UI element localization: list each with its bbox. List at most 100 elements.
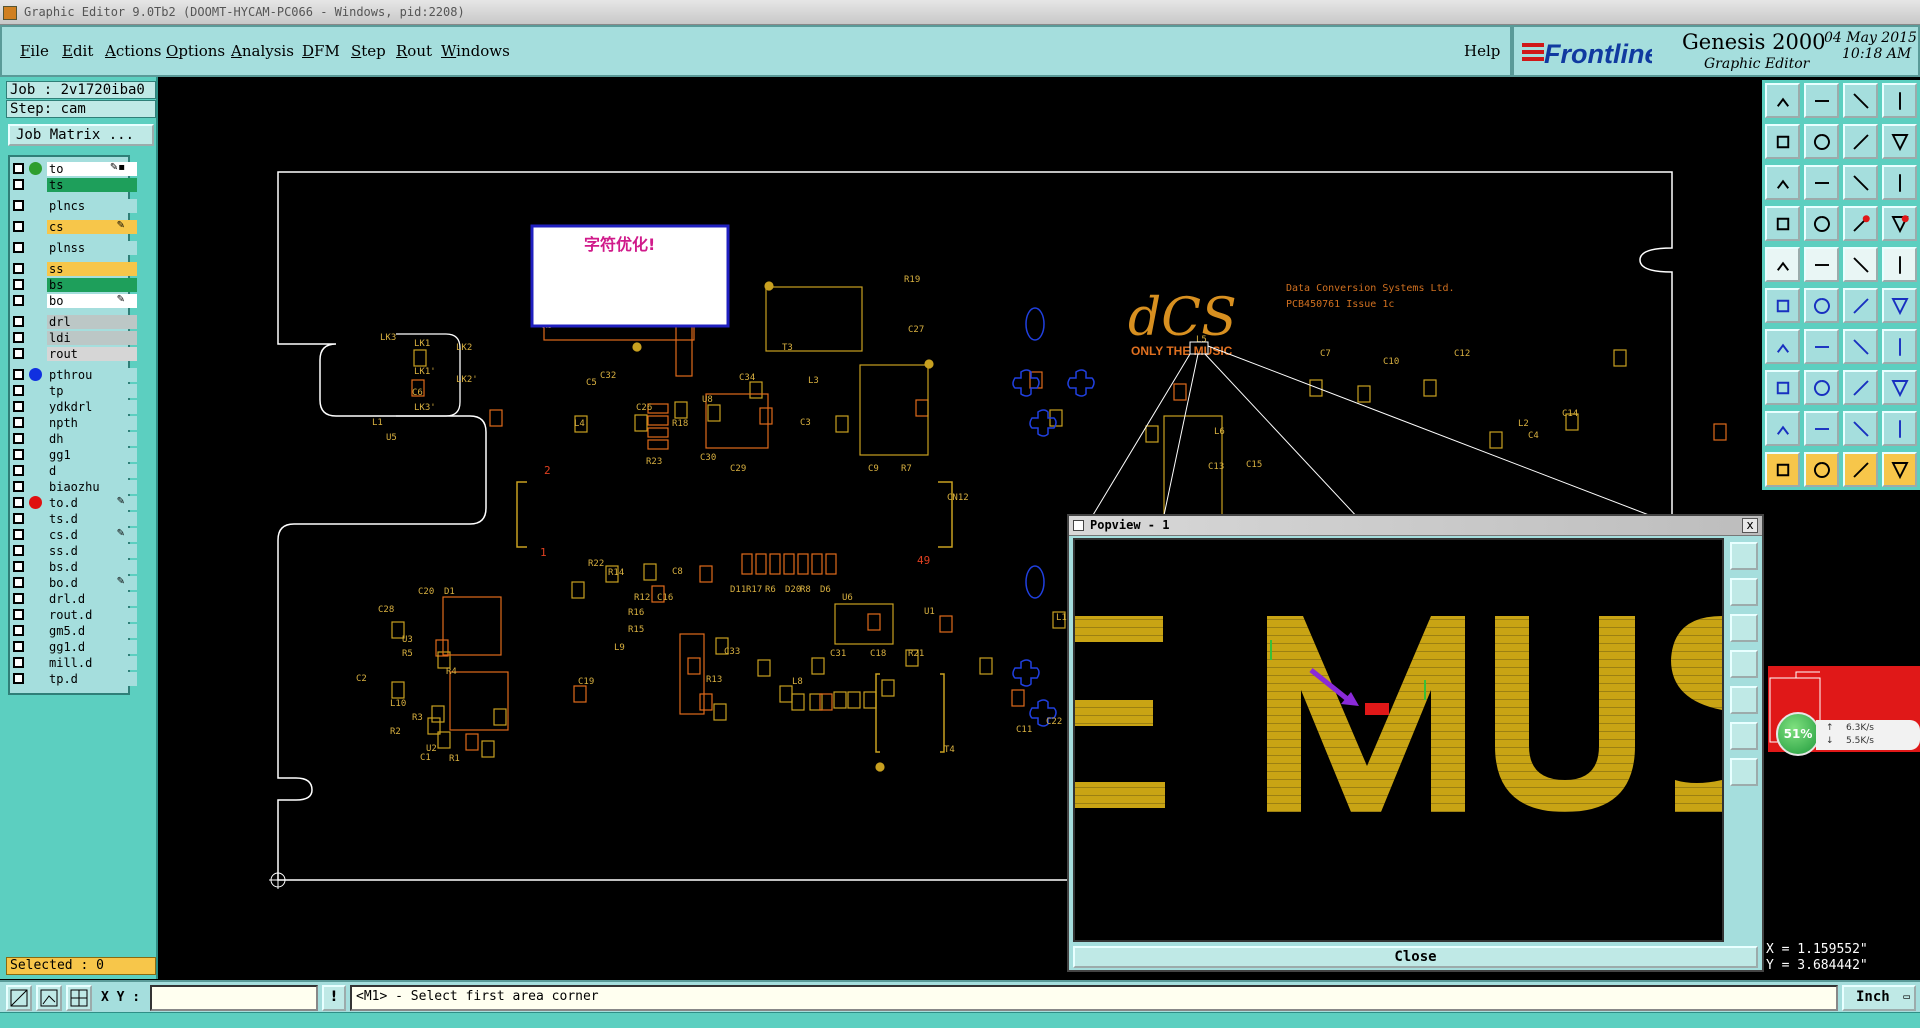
layer-row[interactable]: to✎▪ (13, 162, 137, 176)
tool-button-7[interactable] (1843, 124, 1878, 159)
layer-checkbox[interactable] (13, 657, 24, 668)
tool-button-14[interactable] (1804, 206, 1839, 241)
tool-button-40[interactable] (1882, 452, 1917, 487)
layer-checkbox[interactable] (13, 332, 24, 343)
layer-name[interactable]: tp.d (47, 672, 137, 686)
layer-name[interactable]: ts.d (47, 512, 137, 526)
tool-button-6[interactable] (1804, 124, 1839, 159)
layer-checkbox[interactable] (13, 295, 24, 306)
tool-button-24[interactable] (1882, 288, 1917, 323)
menu-windows[interactable]: Windows (441, 42, 510, 60)
tool-button-11[interactable] (1843, 165, 1878, 200)
layer-name[interactable]: rout.d (47, 608, 137, 622)
layer-checkbox[interactable] (13, 200, 24, 211)
layer-row[interactable]: bo.d✎ (13, 576, 137, 590)
layer-checkbox[interactable] (13, 577, 24, 588)
layer-name[interactable]: ldi (47, 331, 137, 345)
layer-row[interactable]: bs.d (13, 560, 137, 574)
layer-row[interactable]: biaozhu (13, 480, 137, 494)
tool-button-36[interactable] (1882, 411, 1917, 446)
layer-row[interactable]: pthrou (13, 368, 137, 382)
layer-row[interactable]: dh (13, 432, 137, 446)
menu-analysis[interactable]: Analysis (231, 42, 294, 60)
layer-checkbox[interactable] (13, 449, 24, 460)
layer-row[interactable]: tp (13, 384, 137, 398)
layer-checkbox[interactable] (13, 316, 24, 327)
layer-row[interactable]: gg1.d (13, 640, 137, 654)
layer-name[interactable]: pthrou (47, 368, 137, 382)
layer-name[interactable]: ss (47, 262, 137, 276)
layer-name[interactable]: ts (47, 178, 137, 192)
layer-checkbox[interactable] (13, 263, 24, 274)
layer-name[interactable]: cs.d (47, 528, 137, 542)
job-matrix-button[interactable]: Job Matrix ... (8, 124, 154, 146)
tool-button-4[interactable] (1882, 83, 1917, 118)
layer-name[interactable]: ss.d (47, 544, 137, 558)
popview-tool-5[interactable] (1730, 686, 1758, 714)
tool-button-33[interactable] (1765, 411, 1800, 446)
layer-row[interactable]: npth (13, 416, 137, 430)
layer-checkbox[interactable] (13, 433, 24, 444)
grid-tool-button[interactable] (66, 985, 92, 1011)
layer-checkbox[interactable] (13, 529, 24, 540)
menu-file[interactable]: File (20, 42, 49, 60)
tool-button-30[interactable] (1804, 370, 1839, 405)
layer-name[interactable]: plncs (47, 199, 137, 213)
menu-rout[interactable]: Rout (396, 42, 433, 60)
layer-row[interactable]: d (13, 464, 137, 478)
layer-name[interactable]: biaozhu (47, 480, 137, 494)
layer-checkbox[interactable] (13, 179, 24, 190)
layer-row[interactable]: cs✎ (13, 220, 137, 234)
tool-button-35[interactable] (1843, 411, 1878, 446)
popview-tool-7[interactable] (1730, 758, 1758, 786)
layer-checkbox[interactable] (13, 242, 24, 253)
tool-button-20[interactable] (1882, 247, 1917, 282)
popview-tool-6[interactable] (1730, 722, 1758, 750)
menu-help[interactable]: Help (1464, 42, 1501, 60)
popview-tool-1[interactable] (1730, 542, 1758, 570)
tool-button-12[interactable] (1882, 165, 1917, 200)
tool-button-34[interactable] (1804, 411, 1839, 446)
layer-checkbox[interactable] (13, 221, 24, 232)
layer-row[interactable]: gm5.d (13, 624, 137, 638)
popview-tool-2[interactable] (1730, 578, 1758, 606)
layer-row[interactable]: to.d✎ (13, 496, 137, 510)
layer-row[interactable]: rout.d (13, 608, 137, 622)
tool-button-18[interactable] (1804, 247, 1839, 282)
tool-button-15[interactable] (1843, 206, 1878, 241)
menu-dfm[interactable]: DFM (302, 42, 340, 60)
layer-name[interactable]: tp (47, 384, 137, 398)
layer-row[interactable]: ss (13, 262, 137, 276)
tool-button-23[interactable] (1843, 288, 1878, 323)
units-selector[interactable]: Inch▭ (1842, 985, 1916, 1011)
tool-button-27[interactable] (1843, 329, 1878, 364)
layer-name[interactable]: ydkdrl (47, 400, 137, 414)
tool-button-37[interactable] (1765, 452, 1800, 487)
snap-tool-button[interactable] (6, 985, 32, 1011)
tool-button-26[interactable] (1804, 329, 1839, 364)
tool-button-16[interactable] (1882, 206, 1917, 241)
tool-button-19[interactable] (1843, 247, 1878, 282)
tool-button-1[interactable] (1765, 83, 1800, 118)
tool-button-21[interactable] (1765, 288, 1800, 323)
tool-button-10[interactable] (1804, 165, 1839, 200)
layer-checkbox[interactable] (13, 279, 24, 290)
layer-checkbox[interactable] (13, 561, 24, 572)
layer-checkbox[interactable] (13, 625, 24, 636)
alert-button[interactable]: ! (322, 985, 346, 1011)
layer-name[interactable]: mill.d (47, 656, 137, 670)
layer-checkbox[interactable] (13, 401, 24, 412)
layer-row[interactable]: drl.d (13, 592, 137, 606)
layer-row[interactable]: ydkdrl (13, 400, 137, 414)
layer-row[interactable]: rout (13, 347, 137, 361)
tool-button-5[interactable] (1765, 124, 1800, 159)
layer-name[interactable]: drl (47, 315, 137, 329)
layer-name[interactable]: bs (47, 278, 137, 292)
layer-name[interactable]: d (47, 464, 137, 478)
tool-button-3[interactable] (1843, 83, 1878, 118)
tool-button-9[interactable] (1765, 165, 1800, 200)
popview-close-button[interactable]: Close (1073, 946, 1758, 968)
layer-checkbox[interactable] (13, 497, 24, 508)
tool-button-31[interactable] (1843, 370, 1878, 405)
